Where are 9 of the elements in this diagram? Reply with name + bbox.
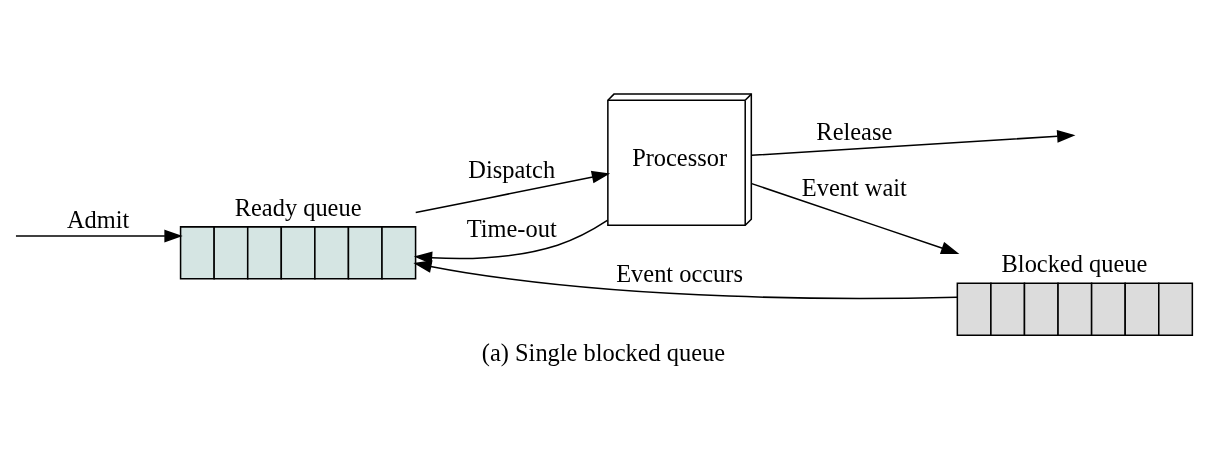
node-label: Ready queue xyxy=(234,193,362,221)
edge-label: Dispatch xyxy=(468,155,556,183)
caption: (a) Single blocked queue xyxy=(481,338,726,366)
node-label: Blocked queue xyxy=(1001,249,1148,277)
edge-label: Event occurs xyxy=(616,259,743,286)
edge-label: Release xyxy=(816,117,893,145)
edge-label: Admit xyxy=(66,205,130,233)
edge-label: Event wait xyxy=(801,173,907,201)
edge-label: Time-out xyxy=(466,214,557,242)
